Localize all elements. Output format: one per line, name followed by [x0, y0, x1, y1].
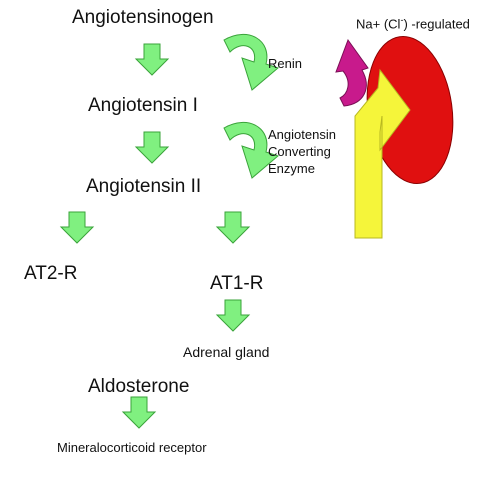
angiotensin-ii-label: Angiotensin II [86, 176, 202, 197]
ace-label-line-1: Angiotensin [268, 127, 336, 142]
adrenal-gland-label: Adrenal gland [183, 344, 270, 360]
angiotensinogen-label: Angiotensinogen [72, 7, 214, 28]
arrow-to-mineralocorticoid-receptor-icon [122, 396, 156, 429]
kidney-label-prefix: Na+ (Cl [356, 16, 401, 32]
kidney-icon [335, 35, 454, 239]
kidney-label-superscript: - [400, 15, 404, 25]
arrow-angiotensinogen-to-angiotensin-i-icon [135, 43, 169, 76]
ace-label-line-2: Converting [268, 144, 331, 159]
arrow-to-at2r-icon [60, 211, 94, 244]
arrow-to-at1r-icon [216, 211, 250, 244]
arrow-angiotensin-i-to-angiotensin-ii-icon [135, 131, 169, 164]
ace-curved-arrow-icon [223, 122, 280, 179]
renin-label: Renin [268, 56, 302, 71]
aldosterone-label: Aldosterone [88, 376, 190, 397]
at1r-label: AT1-R [210, 273, 264, 294]
ace-label-line-3: Enzyme [268, 161, 315, 176]
at2r-label: AT2-R [24, 263, 78, 284]
mineralocorticoid-receptor-label: Mineralocorticoid receptor [57, 440, 207, 455]
ace-label: Angiotensin Converting Enzyme [268, 126, 336, 177]
renin-curved-arrow-icon [223, 34, 280, 91]
angiotensin-i-label: Angiotensin I [88, 95, 198, 116]
arrow-to-adrenal-gland-icon [216, 299, 250, 332]
kidney-regulation-label: Na+ (Cl-) -regulated [356, 15, 470, 32]
kidney-label-suffix: ) -regulated [403, 16, 470, 32]
